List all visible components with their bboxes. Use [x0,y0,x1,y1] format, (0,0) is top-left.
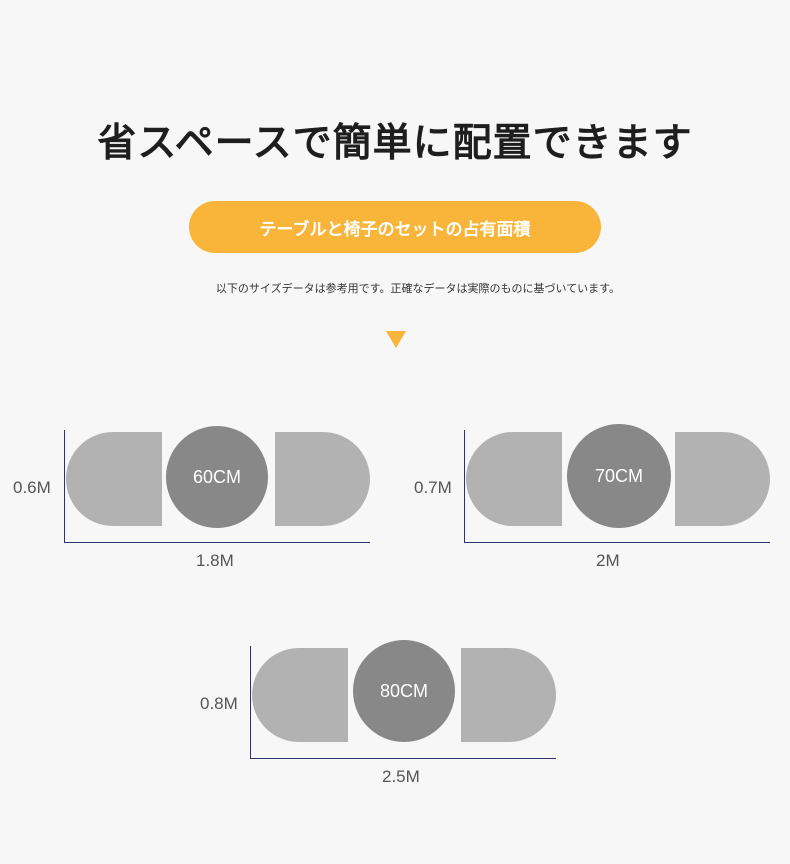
subtitle-banner-label: テーブルと椅子のセットの占有面積 [259,219,531,240]
horizontal-axis [464,542,770,543]
layout-diagram-80cm: 80CM 0.8M 2.5M [196,640,566,790]
width-label: 2.5M [382,767,420,786]
chair-right [461,648,556,742]
height-label: 0.6M [13,478,51,497]
round-table: 70CM [567,424,671,528]
chair-right [675,432,770,526]
height-label: 0.8M [200,694,238,713]
horizontal-axis [64,542,370,543]
chair-left [252,648,348,742]
chair-left [66,432,162,526]
vertical-axis [64,430,65,543]
horizontal-axis [250,758,556,759]
subtitle-banner: テーブルと椅子のセットの占有面積 [189,201,601,253]
table-size-label: 80CM [379,680,428,701]
vertical-axis [250,646,251,759]
table-size-label: 70CM [594,465,643,486]
chair-right [275,432,370,526]
round-table: 80CM [353,640,455,742]
page-title: 省スペースで簡単に配置できます [97,121,693,166]
triangle-down-icon [386,331,406,348]
table-size-label: 60CM [192,466,241,487]
reference-note: 以下のサイズデータは参考用です。正確なデータは実際のものに基づいています。 [215,282,621,295]
height-label: 0.7M [414,478,452,497]
layout-diagram-60cm: 60CM 0.6M 1.8M [0,426,380,576]
chair-left [466,432,562,526]
round-table: 60CM [166,426,268,528]
width-label: 1.8M [196,551,234,570]
width-label: 2M [596,551,620,570]
vertical-axis [464,430,465,543]
layout-diagram-70cm: 70CM 0.7M 2M [408,424,788,576]
